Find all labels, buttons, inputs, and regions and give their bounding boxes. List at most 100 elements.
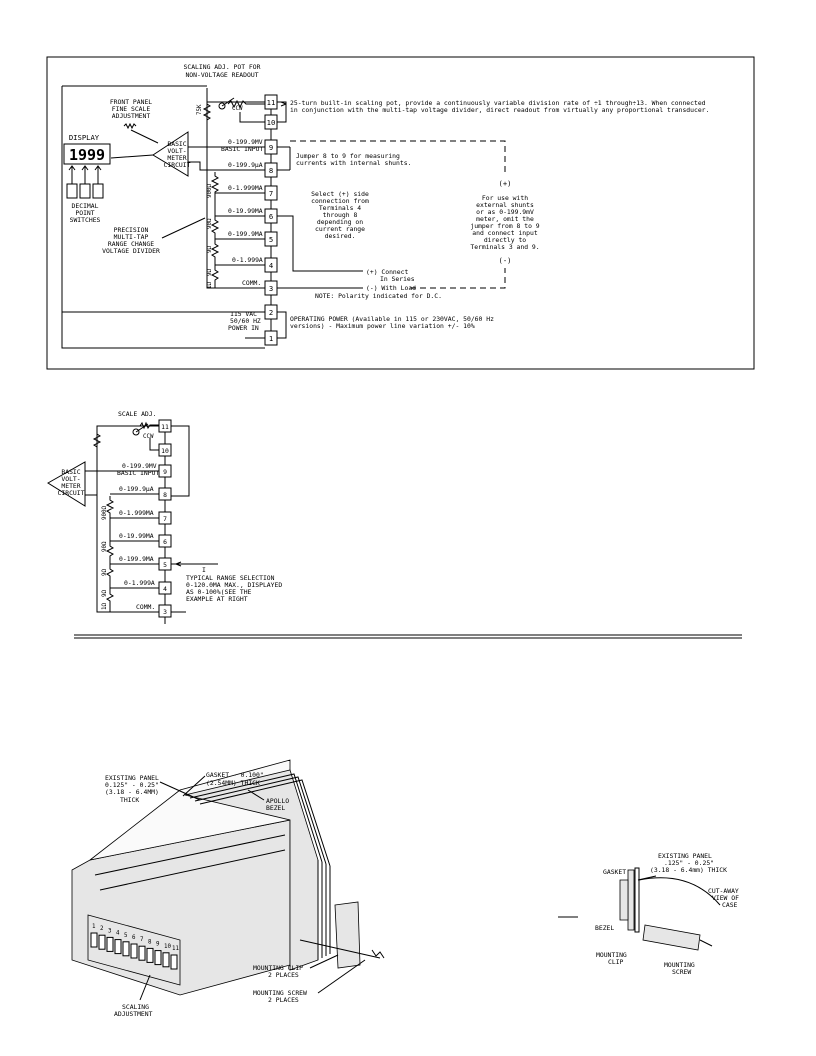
polarity-note: NOTE: Polarity indicated for D.C.	[315, 292, 442, 300]
cutaway-drawing: GASKET EXISTING PANEL .125" - 0.25" (3.1…	[558, 852, 739, 976]
terminal-screw-1[interactable]	[90, 932, 98, 948]
ex-pot-lead	[149, 438, 159, 451]
range-6-label: 0-19.99MA	[228, 207, 263, 215]
ex-terminal-label-3: 3	[163, 608, 167, 616]
existing-panel-label-1: EXISTING PANEL	[105, 774, 159, 782]
screw-leader	[317, 959, 366, 994]
terminal-screw-2[interactable]	[98, 934, 106, 950]
decimal-switch-1[interactable]	[66, 183, 78, 199]
external-shunt-minus-dashed	[410, 268, 506, 289]
terminal-screw-10[interactable]	[162, 952, 170, 968]
ex-voltmeter-label-1: BASIC	[61, 468, 80, 476]
decimal-switch-2[interactable]	[79, 183, 91, 199]
existing-panel-label-2: 0.125" - 0.25"	[105, 781, 159, 789]
cutaway-view-label-3: CASE	[722, 901, 738, 909]
terminal-screw-11[interactable]	[170, 954, 178, 970]
cutaway-panel	[634, 867, 640, 933]
external-minus-sign: (-)	[499, 256, 512, 265]
resistor-75k-label: 75K	[197, 104, 203, 115]
cutaway-clip-label-2: CLIP	[608, 958, 624, 966]
cutaway-gasket-label: GASKET	[603, 868, 626, 876]
ex-range-9-1: 0-199.9MV	[122, 462, 157, 470]
ex-range-5: 0-199.9MA	[119, 555, 154, 563]
ex-jumper-loop	[171, 425, 190, 497]
svg-text:connection from: connection from	[311, 197, 369, 205]
resistor-1-label: 1Ω	[207, 282, 213, 289]
terminal-number-4: 4	[116, 931, 120, 937]
display-digits: 1999	[69, 146, 105, 164]
connect-note-2: In Series	[380, 275, 415, 283]
ex-voltmeter-label-4: CIRCUIT	[58, 489, 85, 497]
svg-text:meter, omit the: meter, omit the	[476, 215, 534, 223]
cutaway-clip	[642, 924, 701, 951]
divider-label-4: VOLTAGE DIVIDER	[102, 247, 160, 255]
terminal-label-7: 7	[269, 189, 273, 198]
ex-typical-note-1: TYPICAL RANGE SELECTION	[186, 574, 275, 582]
cutaway-panel-label-2: .125" - 0.25"	[664, 859, 714, 867]
ex-pot-ccw: CCW	[143, 434, 154, 440]
mounting-clip-label-2: 2 PLACES	[268, 971, 299, 979]
apollo-bezel-label-1: APOLLO	[266, 797, 289, 805]
pot-lead-10	[239, 112, 265, 123]
terminal-label-10: 10	[267, 118, 276, 127]
terminal-label-9: 9	[269, 143, 273, 152]
terminal-screw-7[interactable]	[138, 945, 146, 961]
ex-terminal-label-7: 7	[163, 515, 167, 523]
terminal-screw-4[interactable]	[114, 939, 122, 955]
cutaway-panel-label-1: EXISTING PANEL	[658, 852, 712, 860]
ex-typical-note-3: AS 0-100%(SEE THE	[186, 588, 252, 596]
divider-label-3: RANGE CHANGE	[108, 240, 154, 248]
terminal-screw-5[interactable]	[122, 941, 130, 957]
ex-divider-resistors	[105, 496, 115, 612]
terminal-number-9: 9	[156, 942, 160, 948]
voltmeter-triangle	[152, 131, 189, 177]
terminal-label-2: 2	[269, 308, 273, 317]
mounting-clip-label-1: MOUNTING CLIP	[253, 964, 303, 972]
plus-connection-wire	[277, 215, 363, 272]
terminal-label-1: 1	[269, 334, 273, 343]
cutaway-case-arc	[638, 877, 721, 906]
terminal-label-4: 4	[269, 261, 273, 270]
resistor-9a-label: 9Ω	[207, 246, 213, 253]
terminal-screw-8[interactable]	[146, 947, 154, 963]
ex-typical-note-4: EXAMPLE AT RIGHT	[186, 595, 248, 603]
apollo-bezel-label-2: BEZEL	[266, 804, 285, 812]
external-shunt-plus-dashed	[290, 140, 506, 174]
terminal-number-5: 5	[124, 933, 128, 939]
terminal-screw-9[interactable]	[154, 950, 162, 966]
left-return-rail	[61, 86, 265, 349]
decimal-switch-3[interactable]	[92, 183, 104, 199]
voltmeter-label-3: METER	[167, 154, 186, 162]
pot-wiper-icon	[218, 102, 226, 110]
power-bracket	[277, 311, 287, 339]
cutaway-gasket	[627, 869, 635, 931]
front-panel-label-1: FRONT PANEL	[110, 98, 152, 106]
range-3-label: COMM.	[242, 279, 261, 287]
diagram-frame	[46, 56, 755, 370]
gasket-label-2: (2.54MM) THICK	[206, 779, 260, 787]
scaling-adj-label-2: ADJUSTMENT	[114, 1010, 153, 1018]
gasket-leader	[182, 775, 206, 797]
terminal-screw-6[interactable]	[130, 943, 138, 959]
ex-pot-resistor	[139, 421, 159, 430]
screw-thread-icon	[371, 949, 385, 959]
terminal-number-8: 8	[148, 939, 152, 945]
clip-leader	[309, 954, 339, 969]
cutaway-bezel-label: BEZEL	[595, 924, 614, 932]
terminal-number-1: 1	[92, 924, 96, 930]
cutaway-screw-label-1: MOUNTING	[664, 961, 695, 969]
svg-text:through 8: through 8	[323, 211, 358, 219]
cutaway-screw	[699, 939, 713, 947]
terminal-number-2: 2	[100, 926, 104, 932]
ex-terminal-label-6: 6	[163, 538, 167, 546]
svg-text:external shunts: external shunts	[476, 201, 534, 209]
ex-resistor-90: 90Ω	[102, 541, 108, 552]
terminal-screw-3[interactable]	[106, 936, 114, 952]
cutaway-panel-leader	[637, 875, 657, 881]
divider-pointer	[161, 217, 206, 239]
terminal-label-6: 6	[269, 212, 273, 221]
terminal-label-3: 3	[269, 284, 273, 293]
section-divider	[74, 634, 742, 639]
external-plus-sign: (+)	[499, 179, 512, 188]
ex-terminal-label-10: 10	[161, 447, 169, 455]
